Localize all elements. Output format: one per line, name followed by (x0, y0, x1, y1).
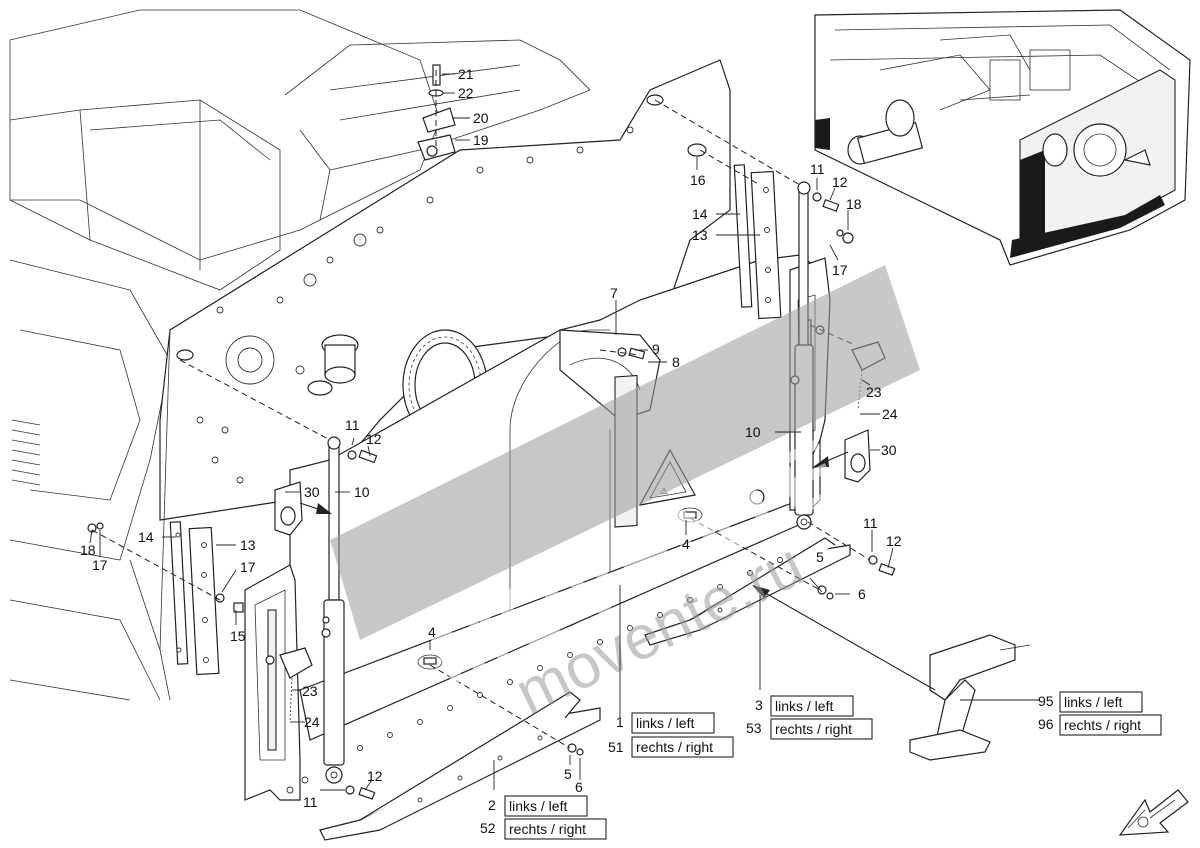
latch-23-left (265, 647, 313, 721)
callout-11-left-lower: 11 (303, 794, 318, 810)
label-group-1-51: 1 links / left 51 rechts / right (608, 712, 734, 758)
callout-7: 7 (610, 285, 618, 301)
strip-13-right (750, 170, 782, 320)
callout-3: 3 (755, 697, 763, 713)
callout-10-left: 10 (354, 484, 370, 500)
callout-19: 19 (473, 132, 489, 148)
callout-24-right: 24 (882, 406, 898, 422)
label-group-2-52: 2 links / left 52 rechts / right (480, 795, 607, 840)
callout-24-left: 24 (304, 714, 320, 730)
callout-14-left: 14 (138, 529, 154, 545)
skid-part-3 (644, 537, 851, 646)
label-group-3-53: 3 links / left 53 rechts / right (746, 695, 873, 740)
callout-14-right: 14 (692, 206, 708, 222)
label-2-left: links / left (509, 798, 567, 814)
callout-9: 9 (652, 341, 660, 357)
bolt-hole-pattern (196, 126, 634, 484)
label-52-right: rechts / right (509, 821, 586, 837)
cylinder-left-part-10 (321, 436, 345, 784)
callout-95: 95 (1038, 693, 1054, 709)
callout-17-right: 17 (832, 262, 848, 278)
callout-53: 53 (746, 720, 762, 736)
callout-22: 22 (458, 85, 474, 101)
callout-52: 52 (480, 820, 496, 836)
callout-2: 2 (488, 797, 496, 813)
callout-11-left-upper: 11 (345, 417, 360, 433)
callout-96: 96 (1038, 716, 1054, 732)
callout-17-left-upper: 17 (240, 559, 256, 575)
callout-8: 8 (672, 354, 680, 370)
bracket-30-left (274, 481, 303, 536)
left-end-plate (244, 564, 309, 801)
callout-11-right-upper: 11 (810, 161, 825, 177)
panel-hole-row (327, 557, 783, 763)
bracket-30-right (844, 429, 871, 483)
callout-51: 51 (608, 739, 624, 755)
callout-16: 16 (690, 172, 706, 188)
callout-12-left-lower: 12 (367, 768, 383, 784)
callout-4-right: 4 (682, 536, 690, 552)
label-51-right: rechts / right (636, 739, 713, 755)
callout-18-right: 18 (846, 196, 862, 212)
strip-14-left (169, 521, 189, 665)
leader-lines (89, 73, 1040, 791)
callout-10-right: 10 (745, 424, 761, 440)
callout-30-left: 30 (304, 484, 320, 500)
label-1-left: links / left (636, 715, 694, 731)
callout-5-right: 5 (816, 549, 824, 565)
callout-12-left-upper: 12 (366, 431, 382, 447)
machine-frame-background (9, 9, 591, 701)
skid-part-2 (319, 691, 601, 841)
label-group-95-96: 95 links / left 96 rechts / right (1038, 691, 1162, 736)
label-96-right: rechts / right (1064, 717, 1141, 733)
callout-15: 15 (230, 628, 246, 644)
callout-5-left: 5 (564, 766, 572, 782)
inset-machine-view (814, 9, 1191, 266)
callout-4-left: 4 (428, 624, 436, 640)
label-53-right: rechts / right (775, 721, 852, 737)
callout-13-right: 13 (692, 227, 708, 243)
callout-11-right-lower: 11 (863, 515, 878, 531)
callout-17-left: 17 (92, 557, 108, 573)
inset-driveline (847, 34, 1071, 165)
orientation-arrow-icon (1118, 789, 1189, 836)
label-3-left: links / left (775, 698, 833, 714)
strip-13-left (188, 526, 220, 676)
callout-12-right-upper: 12 (832, 174, 848, 190)
strip-14-right (733, 164, 753, 308)
part-number-callouts: 21 22 20 19 16 14 13 11 12 18 17 7 9 8 1… (80, 66, 902, 810)
skid-shoe-part-95 (909, 634, 1031, 761)
callout-20: 20 (473, 110, 489, 126)
vent-grille (11, 419, 41, 486)
callout-18-left: 18 (80, 542, 96, 558)
callout-13-left: 13 (240, 537, 256, 553)
callout-6-left: 6 (575, 779, 583, 795)
assembly-arrows (299, 451, 936, 691)
callout-1: 1 (616, 714, 624, 730)
assembly-dashed-lines (91, 70, 871, 749)
callout-30-right: 30 (881, 442, 897, 458)
label-95-left: links / left (1064, 694, 1122, 710)
callout-23-right: 23 (866, 384, 882, 400)
callout-21: 21 (458, 66, 474, 82)
callout-6-right: 6 (858, 586, 866, 602)
callout-12-right-lower: 12 (886, 533, 902, 549)
callout-23-left: 23 (302, 683, 318, 699)
